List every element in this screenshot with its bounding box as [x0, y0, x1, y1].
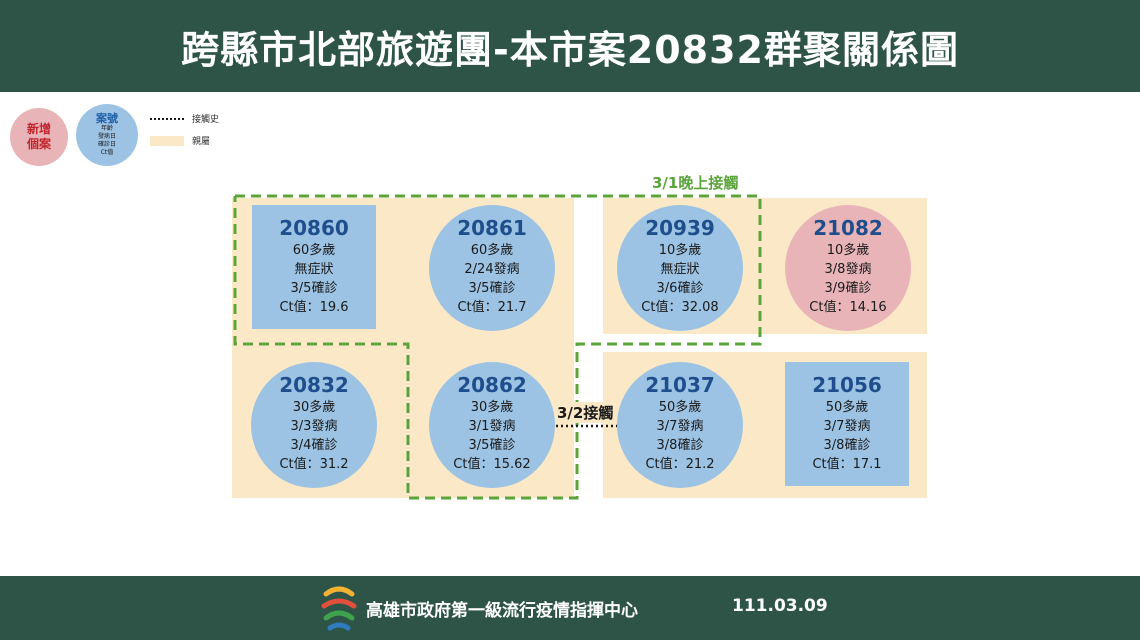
- case-node-20939: 20939 10多歲 無症狀 3/6確診 Ct值：32.08: [617, 205, 743, 331]
- case-onset: 3/1發病: [468, 419, 516, 434]
- case-ct: Ct值：17.1: [812, 457, 882, 472]
- title-bar: 跨縣市北部旅遊團-本市案20832群聚關係圖: [0, 0, 1140, 92]
- case-ct: Ct值：15.62: [453, 457, 531, 472]
- legend-family-label: 親屬: [192, 137, 211, 147]
- legend-family-swatch: [150, 136, 184, 146]
- case-ct: Ct值：32.08: [641, 300, 719, 315]
- case-node-20860: 20860 60多歲 無症狀 3/5確診 Ct值：19.6: [252, 205, 376, 329]
- legend-new-line-2: 個案: [26, 137, 51, 151]
- case-id: 20861: [457, 216, 527, 240]
- page-title: 跨縣市北部旅遊團-本市案20832群聚關係圖: [181, 27, 959, 72]
- case-ct: Ct值：14.16: [809, 300, 887, 315]
- case-age: 50多歲: [825, 400, 869, 415]
- case-onset: 無症狀: [660, 262, 700, 277]
- case-confirmed: 3/8確診: [656, 438, 704, 453]
- case-confirmed: 3/9確診: [824, 281, 872, 296]
- case-ct: Ct值：21.2: [645, 457, 715, 472]
- case-age: 60多歲: [292, 243, 336, 258]
- case-id: 20939: [645, 216, 715, 240]
- legend-case-title: 案號: [96, 112, 118, 125]
- case-confirmed: 3/5確診: [468, 281, 516, 296]
- case-id: 20862: [457, 373, 527, 397]
- case-onset: 3/8發病: [824, 262, 872, 277]
- legend-new-line-1: 新增: [26, 122, 51, 136]
- case-confirmed: 3/6確診: [656, 281, 704, 296]
- case-node-20832: 20832 30多歲 3/3發病 3/4確診 Ct值：31.2: [251, 362, 377, 488]
- case-age: 30多歲: [292, 400, 336, 415]
- legend-contact-label: 接觸史: [192, 115, 220, 125]
- legend-case-line: 確診日: [97, 141, 116, 148]
- case-onset: 3/7發病: [656, 419, 704, 434]
- legend-case-line: Ct值: [100, 149, 114, 156]
- case-id: 20832: [279, 373, 349, 397]
- group-border: [233, 194, 762, 500]
- case-node-20861: 20861 60多歲 2/24發病 3/5確診 Ct值：21.7: [429, 205, 555, 331]
- case-onset: 3/3發病: [290, 419, 338, 434]
- case-node-21037: 21037 50多歲 3/7發病 3/8確診 Ct值：21.2: [617, 362, 743, 488]
- legend-case-line: 發病日: [97, 133, 116, 140]
- case-node-21056: 21056 50多歲 3/7發病 3/8確診 Ct值：17.1: [785, 362, 909, 486]
- case-confirmed: 3/4確診: [290, 438, 338, 453]
- legend-new-case: 新增 個案: [10, 108, 68, 166]
- case-onset: 3/7發病: [823, 419, 871, 434]
- case-ct: Ct值：19.6: [279, 300, 349, 315]
- city-logo-icon: [321, 586, 357, 631]
- case-confirmed: 3/5確診: [290, 281, 338, 296]
- case-id: 20860: [279, 216, 349, 240]
- case-confirmed: 3/5確診: [468, 438, 516, 453]
- footer-agency: 高雄市政府第一級流行疫情指揮中心: [366, 601, 638, 621]
- case-id: 21037: [645, 373, 715, 397]
- case-node-20862: 20862 30多歲 3/1發病 3/5確診 Ct值：15.62: [429, 362, 555, 488]
- contact-edge-label: 3/2接觸: [556, 402, 615, 423]
- case-onset: 無症狀: [294, 262, 334, 277]
- case-age: 50多歲: [658, 400, 702, 415]
- footer-date: 111.03.09: [732, 596, 828, 616]
- case-ct: Ct值：31.2: [279, 457, 349, 472]
- case-age: 10多歲: [658, 243, 702, 258]
- case-ct: Ct值：21.7: [457, 300, 527, 315]
- case-confirmed: 3/8確診: [823, 438, 871, 453]
- legend-case: 案號 年齡 發病日 確診日 Ct值: [76, 104, 138, 166]
- case-age: 30多歲: [470, 400, 514, 415]
- case-node-21082: 21082 10多歲 3/8發病 3/9確診 Ct值：14.16: [785, 205, 911, 331]
- legend-contact-line: [150, 118, 184, 120]
- case-id: 21082: [813, 216, 883, 240]
- legend-case-line: 年齡: [100, 125, 113, 132]
- footer-bar: 高雄市政府第一級流行疫情指揮中心 111.03.09: [0, 576, 1140, 640]
- case-id: 21056: [812, 373, 882, 397]
- case-onset: 2/24發病: [464, 262, 520, 277]
- group-label: 3/1晚上接觸: [652, 174, 739, 192]
- case-age: 60多歲: [470, 243, 514, 258]
- case-age: 10多歲: [826, 243, 870, 258]
